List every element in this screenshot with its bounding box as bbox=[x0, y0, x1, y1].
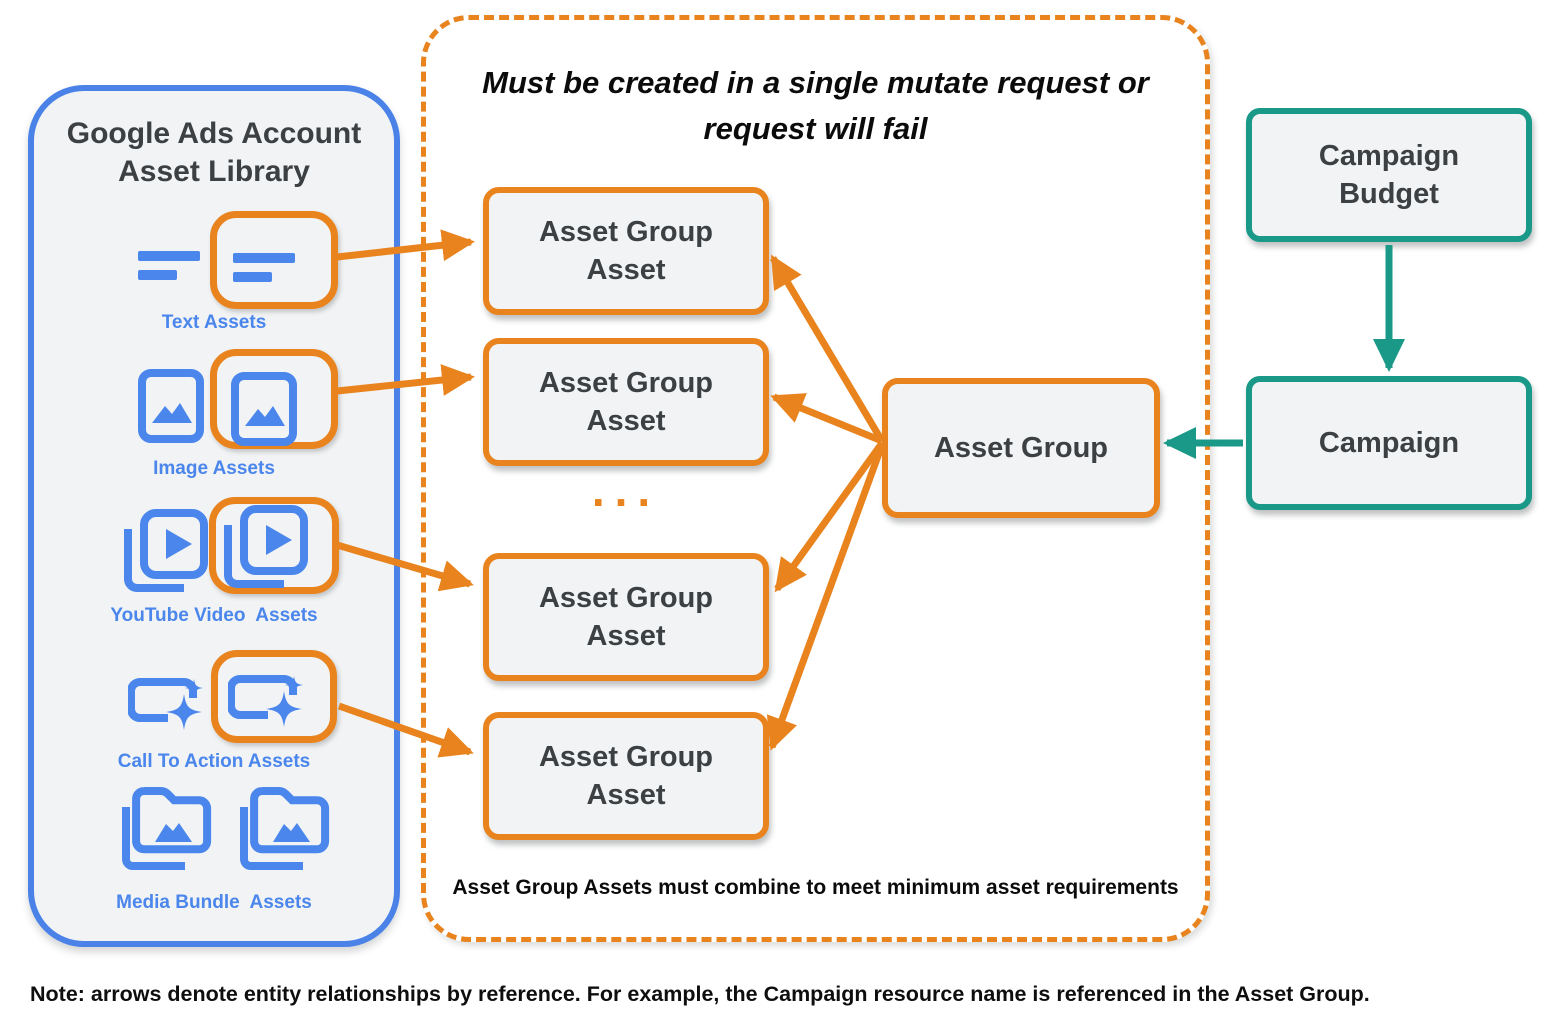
image-asset-icon bbox=[231, 372, 297, 446]
asset-group-asset-box-2: Asset Group Asset bbox=[483, 338, 769, 466]
media-bundle-asset-icon bbox=[119, 785, 213, 875]
call-to-action-asset-icon bbox=[128, 668, 204, 732]
campaign-budget-box: Campaign Budget bbox=[1246, 108, 1532, 242]
asset-group-asset-label: Asset Group Asset bbox=[538, 367, 714, 437]
media-bundle-assets-label: Media Bundle Assets bbox=[116, 892, 312, 913]
text-assets-label: Text Assets bbox=[161, 312, 267, 333]
asset-group-box: Asset Group bbox=[882, 378, 1160, 518]
asset-group-asset-box-1: Asset Group Asset bbox=[483, 187, 769, 315]
call-to-action-assets-label: Call To Action Assets bbox=[117, 751, 311, 772]
media-bundle-asset-icon bbox=[237, 785, 331, 875]
asset-group-label: Asset Group bbox=[933, 432, 1109, 464]
asset-library-title: Google Ads Account Asset Library bbox=[66, 117, 362, 188]
text-asset-icon bbox=[232, 253, 296, 283]
mutate-footnote: Asset Group Assets must combine to meet … bbox=[452, 876, 1179, 899]
call-to-action-asset-highlight-box bbox=[211, 650, 337, 743]
text-asset-icon bbox=[137, 251, 201, 281]
asset-group-asset-box-4: Asset Group Asset bbox=[483, 712, 769, 840]
youtube-video-asset-icon bbox=[122, 509, 208, 599]
mutate-request-title: Must be created in a single mutate reque… bbox=[482, 65, 1149, 146]
campaign-label: Campaign bbox=[1318, 427, 1460, 459]
campaign-box: Campaign bbox=[1246, 376, 1532, 510]
image-assets-label: Image Assets bbox=[153, 458, 275, 479]
campaign-budget-label: Campaign Budget bbox=[1318, 140, 1460, 210]
asset-group-asset-label: Asset Group Asset bbox=[538, 216, 714, 286]
image-asset-icon bbox=[138, 369, 204, 443]
asset-group-asset-label: Asset Group Asset bbox=[538, 582, 714, 652]
youtube-video-asset-highlight-box bbox=[209, 497, 339, 594]
text-asset-highlight-box bbox=[210, 211, 338, 309]
mutate-request-group: Must be created in a single mutate reque… bbox=[421, 15, 1210, 942]
asset-group-asset-label: Asset Group Asset bbox=[538, 741, 714, 811]
asset-group-asset-box-3: Asset Group Asset bbox=[483, 553, 769, 681]
asset-library-panel: Google Ads Account Asset Library Text As… bbox=[28, 85, 400, 947]
ellipsis: ... bbox=[591, 464, 661, 516]
call-to-action-asset-icon bbox=[228, 665, 304, 729]
note-text: Note: arrows denote entity relationships… bbox=[30, 982, 1370, 1006]
youtube-video-assets-label: YouTube Video Assets bbox=[110, 605, 318, 626]
youtube-video-asset-icon bbox=[222, 505, 308, 595]
